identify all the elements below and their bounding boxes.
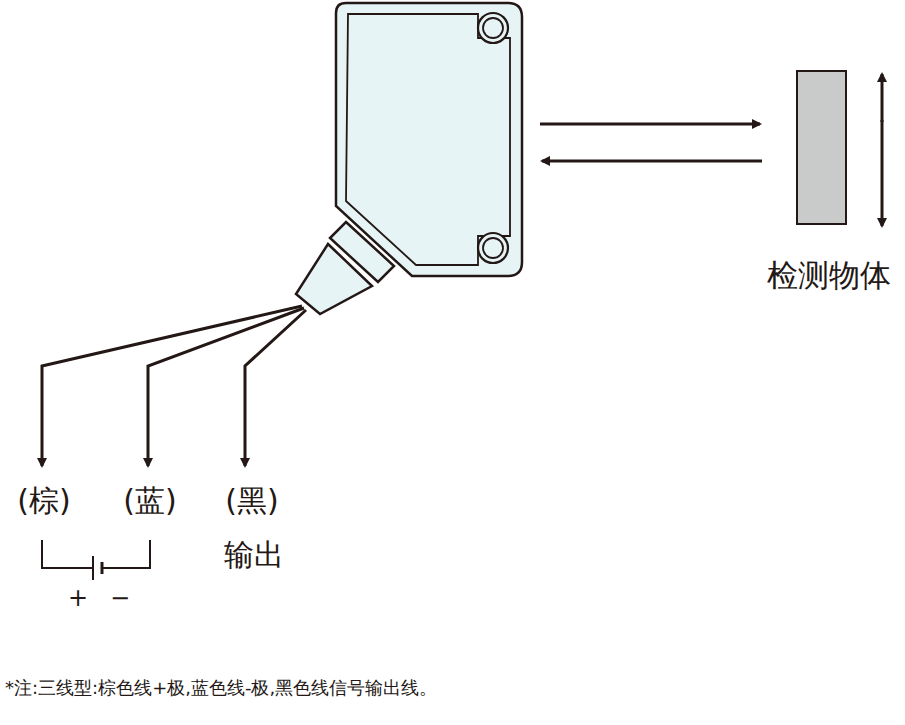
wire-color: (棕): [17, 484, 70, 517]
black-wire: [245, 310, 306, 466]
supply-wire: [102, 540, 150, 568]
object-block: [796, 70, 847, 225]
reflected-beam: [542, 160, 762, 163]
mount-hole: [478, 233, 508, 263]
supply-wire: [42, 540, 93, 568]
polarity-mark: −: [110, 585, 130, 611]
battery-symbol: [92, 556, 94, 580]
motion-arrow: [881, 74, 884, 122]
brown-wire: [42, 306, 302, 466]
detected-object: 检测物体: [756, 70, 902, 292]
polarity-mark: +: [68, 585, 88, 611]
motion-arrow: [881, 120, 884, 226]
wire-color: (黑): [225, 484, 278, 517]
mount-hole: [478, 13, 508, 43]
note: *注:三线型:棕色线+极,蓝色线-极,黑色线信号输出线。: [5, 678, 437, 698]
wire-color: (蓝): [123, 484, 176, 517]
emitted-beam: [540, 123, 760, 126]
mount-hole: [483, 18, 503, 38]
signal-name: 输出: [224, 538, 284, 571]
object-label: 检测物体: [756, 258, 902, 292]
mount-hole: [483, 238, 503, 258]
sensor-housing: [336, 3, 522, 276]
housing-inner-outline: [346, 14, 510, 265]
